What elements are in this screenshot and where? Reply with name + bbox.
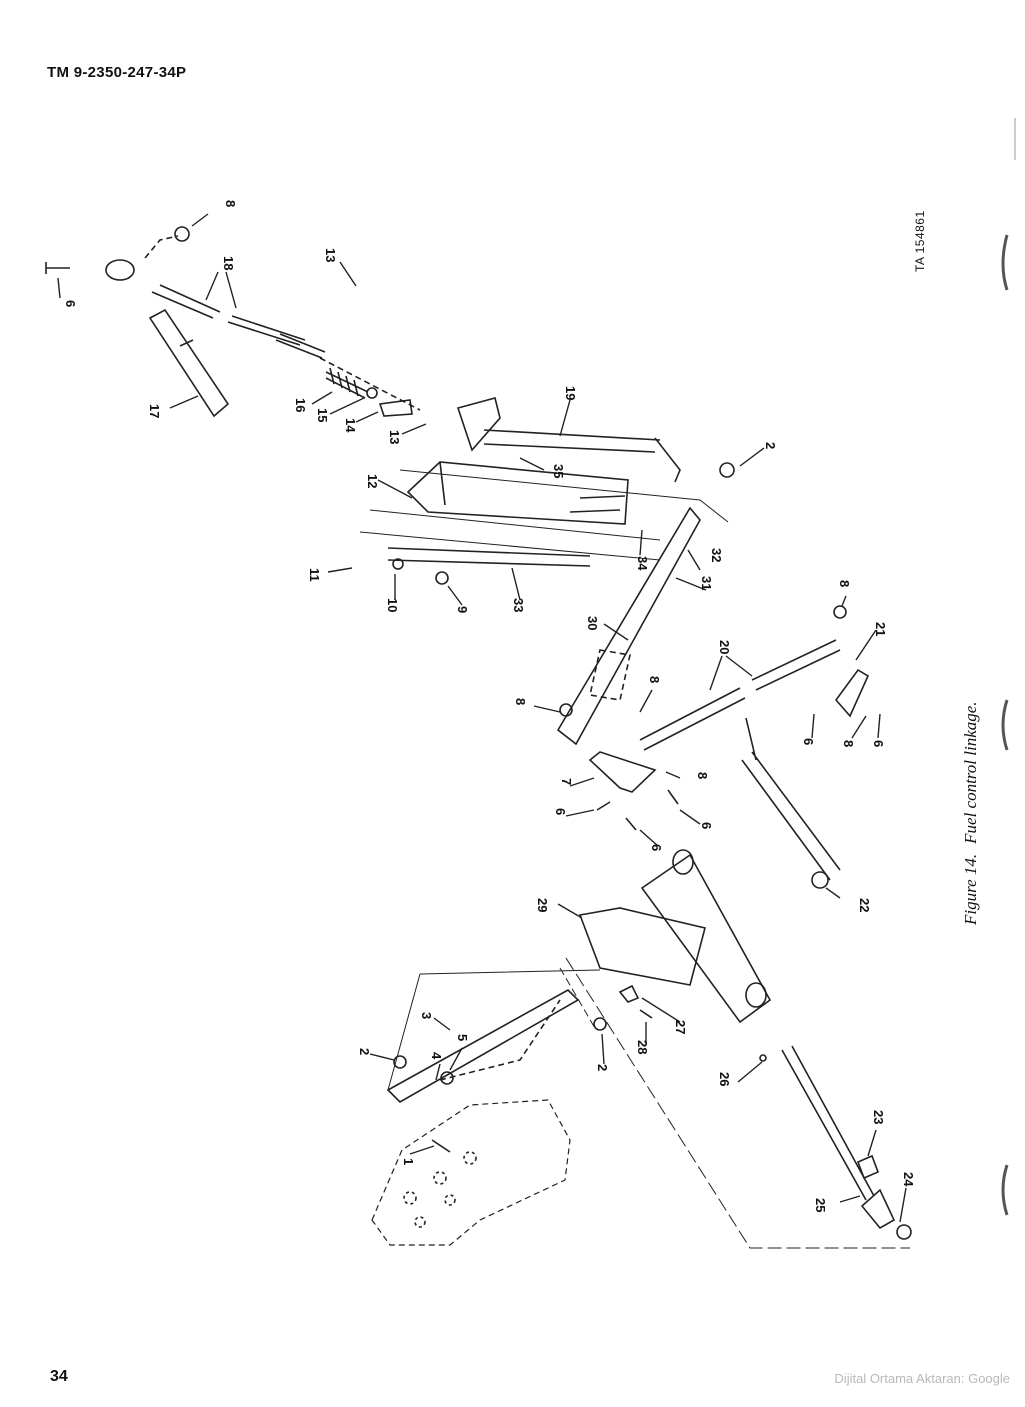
spring-16 [325, 367, 369, 399]
callout-27: 27 [673, 1020, 688, 1034]
nut-2-mid [593, 1017, 607, 1031]
callout-5: 5 [455, 1034, 470, 1041]
callout-28: 28 [635, 1040, 650, 1054]
clip-27 [618, 984, 640, 1003]
callout-1: 1 [401, 1158, 416, 1165]
callout-2: 2 [357, 1048, 372, 1055]
callout-15: 15 [315, 408, 330, 422]
callout-26: 26 [717, 1072, 732, 1086]
figure-title: Fuel control linkage. [961, 701, 980, 844]
rod-end-18 [275, 333, 326, 359]
callout-12: 12 [365, 474, 380, 488]
lever-30 [556, 506, 701, 746]
callout-10: 10 [385, 598, 400, 612]
callout-8: 8 [695, 772, 710, 779]
manual-header: TM 9-2350-247-34P [47, 64, 187, 81]
nut-8-top [174, 226, 190, 242]
callout-24: 24 [901, 1172, 916, 1187]
callout-13: 13 [323, 248, 338, 262]
callout-13: 13 [387, 430, 402, 444]
figure-caption: Figure 14. Fuel control linkage. [961, 691, 981, 925]
nut-10 [392, 558, 404, 570]
figure-number: Figure 14. [961, 853, 980, 925]
fuel-pump-outline [371, 1099, 571, 1246]
callout-30: 30 [585, 616, 600, 630]
shaft-22 [741, 717, 841, 881]
callout-6: 6 [801, 738, 816, 745]
callout-7: 7 [559, 778, 574, 785]
nut-8-lever [559, 703, 573, 717]
bushing-29 [672, 849, 694, 875]
illustration-id: TA 154861 [913, 210, 927, 272]
screw-28 [639, 1009, 653, 1019]
nut-9 [435, 571, 449, 585]
callout-23: 23 [871, 1110, 886, 1124]
callout-21: 21 [873, 622, 888, 636]
callout-32: 32 [709, 548, 724, 562]
callout-8: 8 [223, 200, 238, 207]
callout-8: 8 [837, 580, 852, 587]
digitization-watermark: Dijital Ortama Aktaran: Google [834, 1371, 1010, 1386]
lever-7 [588, 751, 657, 793]
nut-8-21 [833, 605, 847, 619]
nut-2-left [393, 1055, 407, 1069]
callout-16: 16 [293, 398, 308, 412]
lever-3 [386, 989, 580, 1103]
callout-6: 6 [63, 300, 78, 307]
bolt-6-mid [596, 789, 679, 831]
callout-29: 29 [535, 898, 550, 912]
nut-23 [856, 1154, 880, 1180]
rod-33 [387, 547, 591, 567]
callout-2: 2 [595, 1064, 610, 1071]
callout-14: 14 [343, 418, 358, 433]
nut-24 [896, 1224, 912, 1240]
bushing-22 [811, 871, 829, 889]
callout-19: 19 [563, 386, 578, 400]
bracket-12 [406, 461, 629, 525]
rod-20 [639, 639, 841, 751]
callout-17: 17 [147, 404, 162, 418]
bushing-29b [745, 982, 767, 1008]
callout-18: 18 [221, 256, 236, 270]
shaft-19 [483, 429, 681, 483]
rod-end-24 [860, 1188, 896, 1230]
bracket-29 [578, 853, 772, 1024]
bolt-1 [431, 1139, 451, 1153]
callout-8: 8 [841, 740, 856, 747]
callout-25: 25 [813, 1198, 828, 1212]
callout-6: 6 [649, 844, 664, 851]
nut-2-right [719, 462, 735, 478]
lever-17 [148, 308, 230, 418]
callout-6: 6 [871, 740, 886, 747]
rod-25 [781, 1045, 875, 1201]
callout-31: 31 [699, 576, 714, 590]
callout-9: 9 [455, 606, 470, 613]
callout-35: 35 [551, 464, 566, 478]
scan-edge-marks [1001, 118, 1016, 1216]
callout-20: 20 [717, 640, 732, 654]
callout-34: 34 [635, 556, 650, 571]
clevis-14 [378, 399, 413, 417]
washer-15 [366, 387, 378, 399]
rod-end-21 [834, 668, 870, 718]
page-number: 34 [50, 1368, 68, 1385]
callout-3: 3 [419, 1012, 434, 1019]
callout-8: 8 [647, 676, 662, 683]
callout-11: 11 [307, 568, 322, 582]
pin-26 [759, 1054, 767, 1062]
callout-6: 6 [553, 808, 568, 815]
callout-33: 33 [511, 598, 526, 612]
rod-18-upper [151, 284, 221, 319]
bolt-6-top [45, 262, 70, 274]
callout-6: 6 [699, 822, 714, 829]
callout-8: 8 [513, 698, 528, 705]
nut-5 [440, 1071, 454, 1085]
ball-joint [105, 259, 135, 281]
callout-22: 22 [857, 898, 872, 912]
rod-18-lower [227, 315, 306, 346]
callout-2: 2 [763, 442, 778, 449]
callout-4: 4 [429, 1052, 444, 1060]
